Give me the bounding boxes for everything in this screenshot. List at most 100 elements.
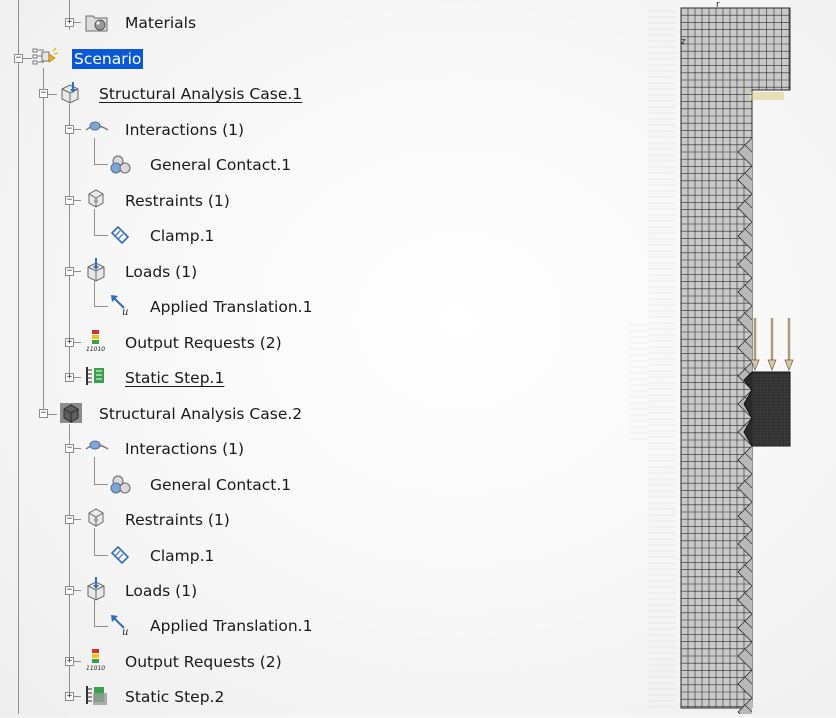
- tree-connector: [94, 280, 95, 306]
- static-step-icon[interactable]: [84, 364, 110, 388]
- mesh-tooth-line: [744, 452, 753, 461]
- output-requests-icon[interactable]: 11010: [84, 328, 110, 353]
- mesh-tooth: [737, 641, 753, 671]
- mesh-tooth: [737, 585, 753, 615]
- analysis-case-2-icon[interactable]: [58, 401, 84, 425]
- mesh-tooth-line: [744, 144, 753, 153]
- interactions-2-collapse-toggle[interactable]: −: [65, 443, 74, 453]
- load-arrow-head: [767, 359, 777, 371]
- materials-label[interactable]: Materials: [125, 14, 197, 32]
- mesh-tooth-line: [744, 172, 753, 181]
- tree-level1-line: [43, 68, 44, 414]
- clamp-icon[interactable]: [108, 223, 134, 247]
- axis-label-z: z: [681, 37, 686, 47]
- interactions-label[interactable]: Interactions (1): [125, 121, 245, 139]
- loads-icon[interactable]: [84, 577, 110, 601]
- output-requests-icon[interactable]: 11010: [84, 647, 110, 672]
- tree-connector: [94, 626, 108, 627]
- general-contact-label[interactable]: General Contact.1: [150, 156, 292, 174]
- output-requests-expand-toggle[interactable]: +: [65, 337, 74, 347]
- interactions-2-label[interactable]: Interactions (1): [125, 440, 245, 458]
- analysis-case-icon[interactable]: [58, 81, 84, 105]
- tree-connector: [69, 696, 81, 697]
- tree-connector: [43, 414, 57, 415]
- mesh-tooth: [737, 137, 753, 167]
- restraints-2-collapse-toggle[interactable]: −: [65, 514, 74, 524]
- case2-collapse-toggle[interactable]: −: [39, 408, 48, 418]
- tree-connector: [43, 94, 57, 95]
- applied-translation-icon[interactable]: u: [108, 293, 134, 318]
- mesh-tooth-line: [744, 564, 753, 573]
- interactions-icon[interactable]: [84, 116, 110, 140]
- restraints-2-label[interactable]: Restraints (1): [125, 511, 230, 529]
- mesh-tooth-line: [744, 284, 753, 293]
- tree-connector: [94, 164, 108, 165]
- case1-collapse-toggle[interactable]: −: [39, 88, 48, 98]
- scenario-collapse-toggle[interactable]: −: [14, 53, 23, 63]
- mesh-tooth: [737, 193, 753, 223]
- output-requests-2-expand-toggle[interactable]: +: [65, 656, 74, 666]
- axis-label-r: r: [716, 0, 720, 10]
- clamp-icon[interactable]: [108, 543, 134, 567]
- interactions-icon[interactable]: [84, 435, 110, 459]
- tree-connector: [69, 448, 81, 449]
- static-step-label[interactable]: Static Step.1: [125, 369, 225, 387]
- mesh-tooth: [737, 557, 753, 587]
- loads-icon[interactable]: [84, 258, 110, 282]
- general-contact-icon[interactable]: [108, 472, 134, 496]
- restraints-collapse-toggle[interactable]: −: [65, 195, 74, 205]
- tree-connector: [94, 306, 108, 307]
- mesh-model[interactable]: r z: [600, 0, 836, 718]
- indenter-block: [743, 371, 791, 447]
- output-requests-2-label[interactable]: Output Requests (2): [125, 653, 282, 671]
- static-step-2-icon[interactable]: [84, 683, 110, 707]
- static-step-expand-toggle[interactable]: +: [65, 372, 74, 382]
- load-arrow-head: [750, 359, 760, 371]
- materials-icon[interactable]: [84, 10, 110, 34]
- tree-connector: [69, 271, 81, 272]
- tree-connector: [69, 22, 81, 23]
- mesh-tooth-line: [744, 340, 753, 349]
- mesh-tooth: [737, 277, 753, 307]
- mesh-tooth: [737, 165, 753, 195]
- applied-translation-icon[interactable]: u: [108, 613, 134, 638]
- svg-text:11010: 11010: [86, 665, 105, 671]
- tree-connector: [69, 590, 81, 591]
- tree-connector: [69, 377, 81, 378]
- mesh-tooth: [737, 333, 753, 363]
- tree-connector: [94, 457, 95, 484]
- clamp-2-label[interactable]: Clamp.1: [150, 547, 215, 565]
- applied-translation-label[interactable]: Applied Translation.1: [150, 298, 313, 316]
- interactions-collapse-toggle[interactable]: −: [65, 124, 74, 134]
- mesh-tooth: [737, 669, 753, 699]
- restraints-label[interactable]: Restraints (1): [125, 192, 230, 210]
- 3d-viewport[interactable]: r z: [600, 0, 836, 718]
- static-step-2-label[interactable]: Static Step.2: [125, 688, 225, 706]
- mesh-tooth-line: [744, 480, 753, 489]
- clamp-label[interactable]: Clamp.1: [150, 227, 215, 245]
- restraints-icon[interactable]: [84, 506, 110, 530]
- specification-tree: + Materials − Scenario − Structural: [14, 0, 313, 714]
- mesh-tooth: [737, 445, 753, 475]
- loads-collapse-toggle[interactable]: −: [65, 266, 74, 276]
- loads-label[interactable]: Loads (1): [125, 263, 198, 281]
- mesh-tooth-line: [744, 228, 753, 237]
- scenario-label[interactable]: Scenario: [72, 49, 144, 69]
- restraints-icon[interactable]: [84, 187, 110, 211]
- scenario-icon[interactable]: [32, 46, 59, 70]
- mesh-tooth: [737, 249, 753, 279]
- general-contact-2-label[interactable]: General Contact.1: [150, 476, 292, 494]
- general-contact-icon[interactable]: [108, 152, 134, 176]
- applied-translation-2-label[interactable]: Applied Translation.1: [150, 617, 313, 635]
- tree-connector: [94, 209, 95, 235]
- static-step-2-expand-toggle[interactable]: +: [65, 691, 74, 701]
- mesh-tooth: [737, 613, 753, 643]
- tree-connector: [18, 58, 32, 59]
- loads-2-label[interactable]: Loads (1): [125, 582, 198, 600]
- output-requests-label[interactable]: Output Requests (2): [125, 334, 282, 352]
- svg-text:11010: 11010: [86, 346, 105, 352]
- loads-2-collapse-toggle[interactable]: −: [65, 585, 74, 595]
- case2-label[interactable]: Structural Analysis Case.2: [99, 405, 303, 423]
- case1-label[interactable]: Structural Analysis Case.1: [99, 85, 303, 103]
- materials-expand-toggle[interactable]: +: [65, 17, 74, 27]
